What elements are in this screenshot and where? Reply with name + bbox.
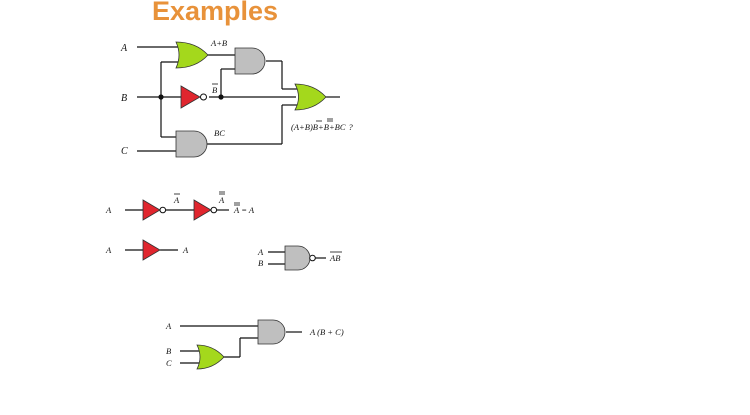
junction-dot	[158, 94, 164, 100]
and-output-label: BC	[214, 128, 225, 138]
input-label-c: C	[121, 146, 128, 157]
input-label-a: A	[105, 205, 112, 215]
double-negation-equation: A= A	[233, 202, 255, 215]
output-label: A (B + C)	[309, 327, 344, 337]
not-gate	[142, 199, 161, 221]
circuit-2: A B C A (B + C)	[165, 319, 344, 370]
svg-text:AB: AB	[329, 253, 340, 263]
input-label-c: C	[166, 358, 172, 368]
input-label-b: B	[258, 258, 263, 268]
circuit-1: A B C A+B B BC (A+B)B+B+BC?	[120, 38, 354, 158]
and-gate	[234, 47, 266, 75]
not-bubble	[210, 206, 218, 214]
or-gate	[175, 41, 209, 69]
not-bubble	[159, 206, 167, 214]
svg-text:A: A	[218, 195, 225, 205]
buffer-gate	[142, 239, 161, 261]
not-gate	[180, 85, 201, 109]
input-label-a: A	[120, 43, 128, 54]
output-label: AB	[329, 251, 342, 263]
input-label-b: B	[166, 346, 171, 356]
double-not-circuit: A A A A= A	[105, 191, 255, 221]
nand-circuit: A B AB	[257, 245, 342, 271]
and-gate	[175, 130, 208, 158]
input-label-b: B	[121, 93, 127, 104]
not-output-label: B	[212, 83, 218, 95]
input-label-a: A	[105, 245, 112, 255]
or-gate	[196, 344, 225, 370]
input-label-a: A	[165, 321, 172, 331]
slide-title: Examples	[151, 0, 279, 26]
output-label: A	[218, 191, 225, 205]
not-gate	[193, 199, 212, 221]
or-gate	[294, 83, 327, 111]
mid-label: A	[173, 193, 180, 205]
svg-text:A= A: A= A	[233, 205, 255, 215]
input-label-a: A	[257, 247, 264, 257]
and-gate	[257, 319, 286, 345]
svg-text:A: A	[173, 195, 180, 205]
or-output-label: A+B	[210, 38, 227, 48]
junction-dot	[218, 94, 224, 100]
not-bubble	[200, 93, 207, 101]
output-label: A	[182, 245, 189, 255]
final-expression: (A+B)B+B+BC?	[291, 122, 354, 132]
svg-text:B: B	[212, 85, 217, 95]
nand-gate	[284, 245, 311, 271]
buffer-circuit: A A	[105, 239, 189, 261]
nand-bubble	[309, 254, 316, 262]
